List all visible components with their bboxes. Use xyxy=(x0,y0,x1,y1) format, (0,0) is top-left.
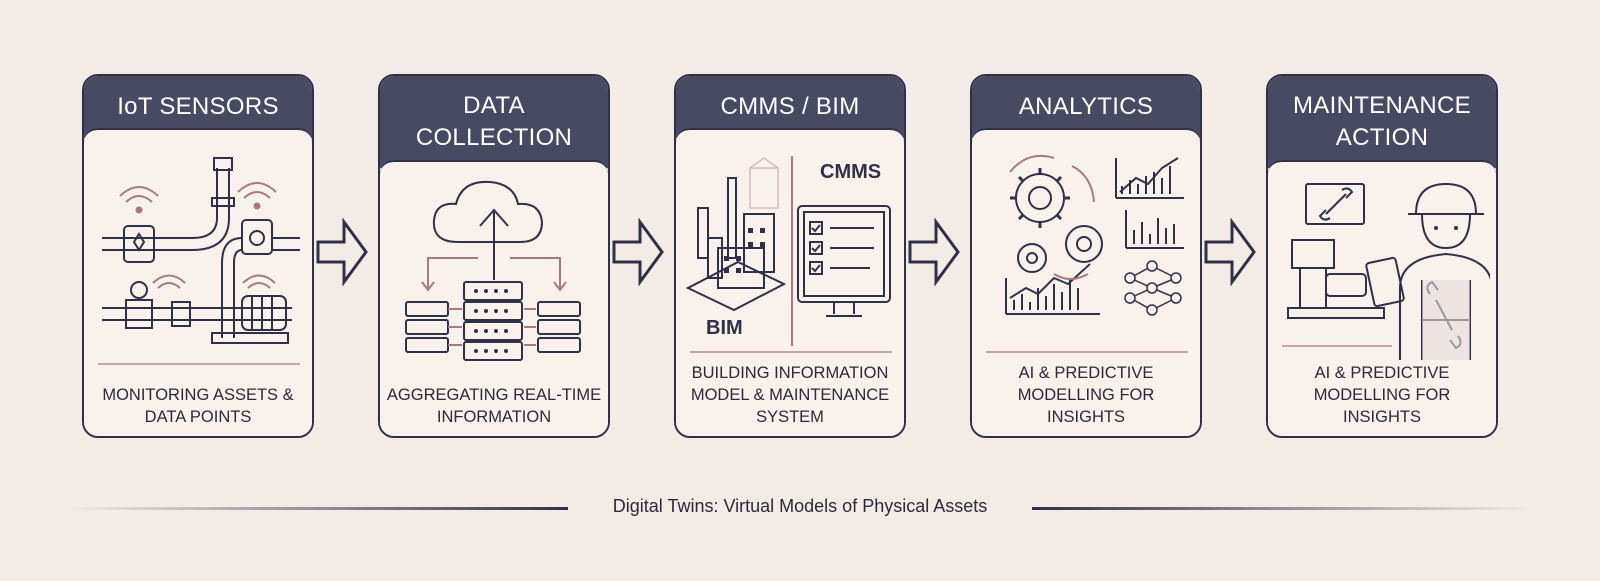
step-card-cmms-bim: CMMS / BIM CMMS BIM BUILDING INFORMATION… xyxy=(674,74,906,438)
step-title-text: IoT SENSORS xyxy=(117,93,279,120)
step-title: IoT SENSORS xyxy=(84,76,312,138)
step-body: MONITORING ASSETS & DATA POINTS xyxy=(84,128,312,436)
footer-caption: Digital Twins: Virtual Models of Physica… xyxy=(612,496,988,516)
iot-sensors-pipes-icon xyxy=(98,157,300,365)
arrow-right-icon xyxy=(908,218,960,286)
step-body: CMMS BIM BUILDING INFORMATION MODEL & MA… xyxy=(676,128,904,436)
step-title: ANALYTICS xyxy=(972,76,1200,138)
bim-label: BIM xyxy=(706,317,743,339)
footer-rule-left xyxy=(66,507,568,510)
step-title-text: ANALYTICS xyxy=(1018,93,1154,120)
step-description: BUILDING INFORMATION MODEL & MAINTENANCE… xyxy=(690,364,890,426)
step-card-maintenance-action: MAINTENANCE ACTION AI & PREDICTIVE MODEL… xyxy=(1266,74,1498,438)
step-title-text: DATA COLLECTION xyxy=(415,92,573,151)
step-body: AGGREGATING REAL-TIME INFORMATION xyxy=(380,160,608,436)
cloud-upload-servers-icon xyxy=(405,180,581,361)
cmms-label: CMMS xyxy=(820,161,881,183)
step-description: AI & PREDICTIVE MODELLING FOR INSIGHTS xyxy=(1313,364,1451,426)
step-description: AGGREGATING REAL-TIME INFORMATION xyxy=(386,386,602,426)
arrow-right-icon xyxy=(1204,218,1256,286)
step-description: MONITORING ASSETS & DATA POINTS xyxy=(102,386,294,426)
step-title: MAINTENANCE ACTION xyxy=(1268,76,1496,168)
step-title-text: MAINTENANCE ACTION xyxy=(1293,92,1471,151)
footer-rule-right xyxy=(1032,507,1534,510)
building-monitor-checklist-icon: CMMS BIM xyxy=(685,156,892,353)
arrow-right-icon xyxy=(612,218,664,286)
step-title-text: CMMS / BIM xyxy=(720,93,860,120)
step-card-analytics: ANALYTICS xyxy=(970,74,1202,438)
technician-wrench-tablet-icon xyxy=(1282,182,1490,360)
arrow-right-icon xyxy=(316,218,368,286)
step-description: AI & PREDICTIVE MODELLING FOR INSIGHTS xyxy=(1017,364,1155,426)
step-body: AI & PREDICTIVE MODELLING FOR INSIGHTS xyxy=(972,128,1200,436)
step-title: CMMS / BIM xyxy=(676,76,904,138)
step-body: AI & PREDICTIVE MODELLING FOR INSIGHTS xyxy=(1268,160,1496,436)
step-card-data-collection: DATA COLLECTION xyxy=(378,74,610,438)
gears-charts-neural-net-icon xyxy=(986,154,1188,353)
step-card-iot-sensors: IoT SENSORS xyxy=(82,74,314,438)
step-title: DATA COLLECTION xyxy=(380,76,608,168)
